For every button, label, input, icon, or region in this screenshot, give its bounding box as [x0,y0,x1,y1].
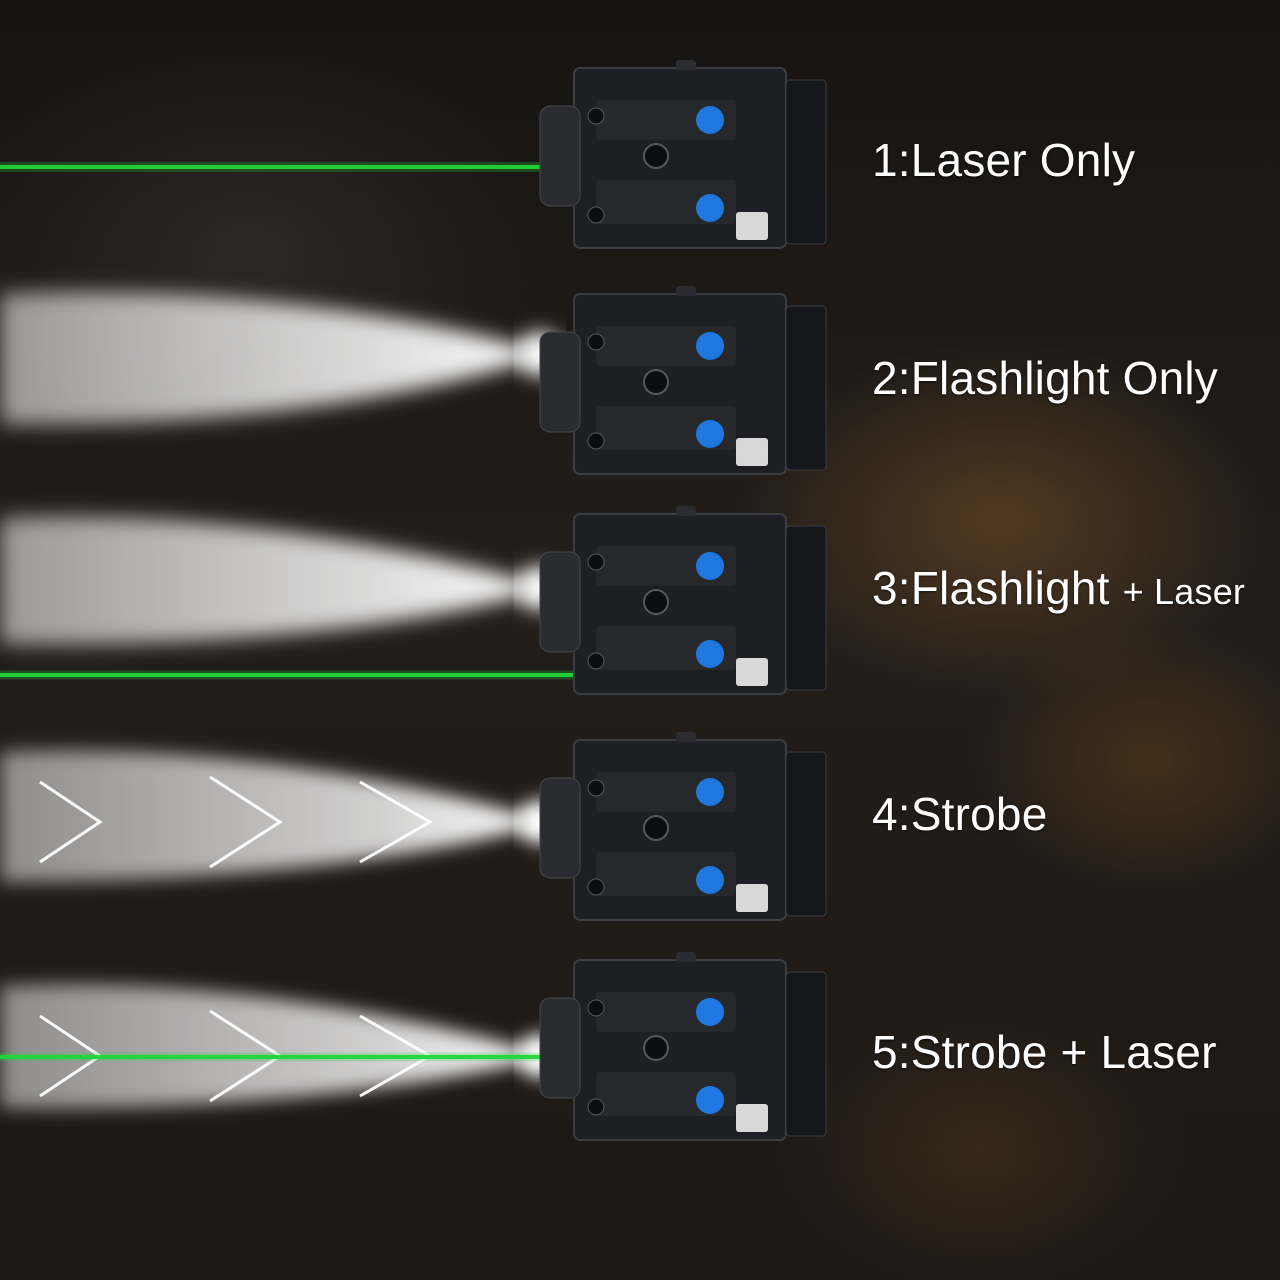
mode-row-4: 4:Strobe [0,672,1280,928]
control-button-bottom [696,420,724,448]
weapon-light-device [539,952,827,1141]
control-button-bottom [696,194,724,222]
mode-row-2: 2:Flashlight Only [0,224,1280,480]
mode-label-3-main: 3:Flashlight [872,562,1110,614]
control-button-top [696,998,724,1026]
mode-label-1: 1:Laser Only [872,134,1136,186]
laser-beam [0,162,545,172]
mode-row-5: 5:Strobe + Laser [0,896,1280,1152]
control-button-top [696,332,724,360]
weapon-light-device [539,506,827,695]
control-button-top [696,552,724,580]
control-button-bottom [696,1086,724,1114]
mode-label-3: 3:Flashlight + Laser [872,560,1245,620]
control-button-top [696,106,724,134]
control-button-top [696,778,724,806]
weapon-light-device [539,60,827,249]
control-button-bottom [696,866,724,894]
mode-row-1: 1:Laser Only [0,0,1280,256]
weapon-light-device [539,732,827,921]
control-button-bottom [696,640,724,668]
mode-label-5: 5:Strobe + Laser [872,1026,1217,1078]
mode-label-3-suffix: + Laser [1122,571,1246,612]
weapon-light-device [539,286,827,475]
mode-label-4: 4:Strobe [872,788,1048,840]
mode-label-2: 2:Flashlight Only [872,352,1218,404]
mode-row-3: 3:Flashlight + Laser [0,448,1280,704]
